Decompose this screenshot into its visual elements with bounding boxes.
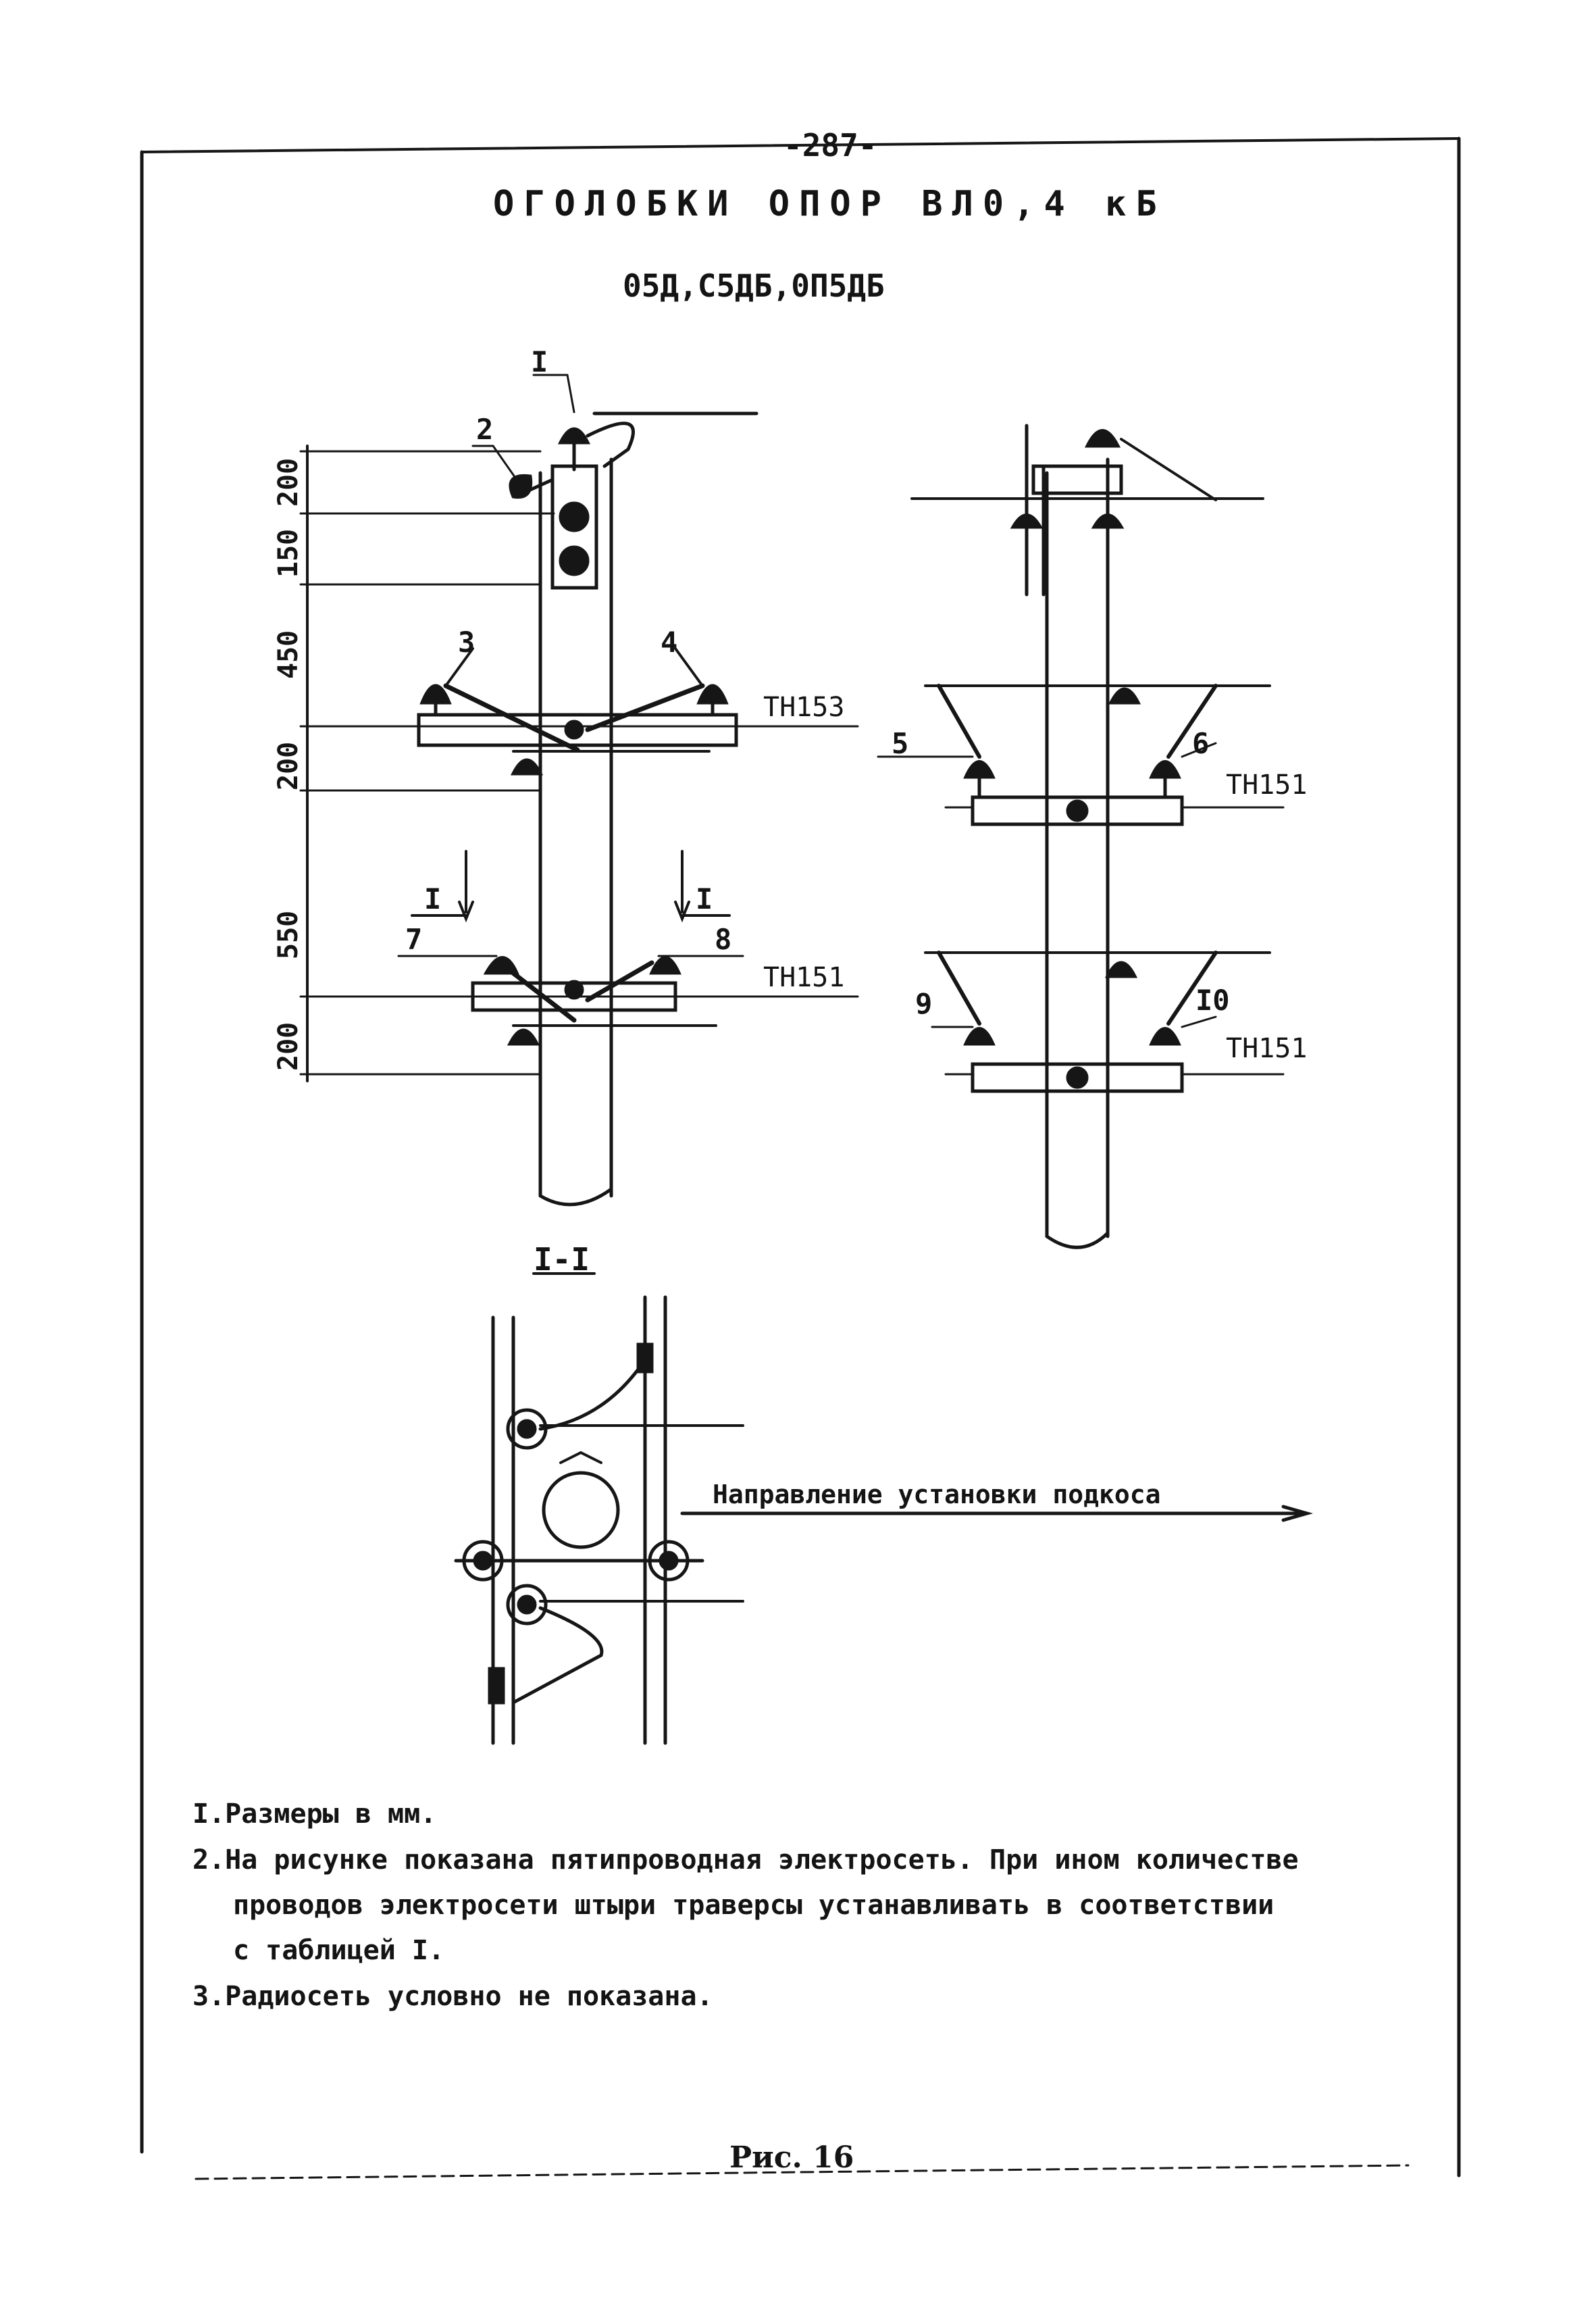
marker-1: I <box>531 345 548 378</box>
left-pole-drawing <box>299 374 859 1207</box>
dim-150: 150 <box>273 529 304 578</box>
dim-200-top: 200 <box>273 458 304 507</box>
page-subtitle: 05Д,С5ДБ,0П5ДБ <box>623 268 885 304</box>
page-frame <box>140 136 1461 2180</box>
note-1: I.Размеры в мм. <box>192 1799 437 1830</box>
direction-text: Направление установки подкоса <box>713 1480 1160 1509</box>
marker-9: 9 <box>915 987 932 1020</box>
note-2-continuation: проводов электросети штыри траверсы уста… <box>233 1890 1275 1921</box>
right-pole-drawing <box>877 424 1285 1249</box>
marker-6: 6 <box>1192 727 1209 760</box>
marker-2: 2 <box>476 413 493 446</box>
section-arrow-left-label: I <box>424 882 441 915</box>
note-2-continuation-2: с таблицей I. <box>233 1935 445 1966</box>
marker-3: 3 <box>458 626 475 659</box>
crossarm-label-right-lower: ТН151 <box>1226 1033 1307 1064</box>
dim-200-mid: 200 <box>273 742 304 790</box>
dim-550: 550 <box>273 911 304 959</box>
dim-450: 450 <box>273 630 304 679</box>
marker-7: 7 <box>405 923 422 956</box>
crossarm-label-left-lower: ТН151 <box>763 962 844 993</box>
crossarm-label-right-upper: ТН151 <box>1226 770 1307 801</box>
marker-4: 4 <box>661 626 677 659</box>
marker-8: 8 <box>715 923 731 956</box>
note-3: 3.Радиосеть условно не показана. <box>192 1981 713 2012</box>
marker-5: 5 <box>892 727 908 760</box>
section-drawing <box>454 1272 1314 1745</box>
figure-caption: Рис. 16 <box>729 2140 854 2175</box>
crossarm-label-left-upper: ТН153 <box>763 692 844 723</box>
section-arrow-right-label: I <box>696 882 713 915</box>
page-title: ОГОЛОБКИ ОПОР ВЛ0,4 кБ <box>493 184 1166 224</box>
note-2: 2.На рисунке показана пятипроводная элек… <box>192 1844 1299 1876</box>
marker-10: I0 <box>1195 984 1230 1017</box>
dim-200-bottom: 200 <box>273 1022 304 1071</box>
section-label: I-I <box>534 1241 590 1278</box>
